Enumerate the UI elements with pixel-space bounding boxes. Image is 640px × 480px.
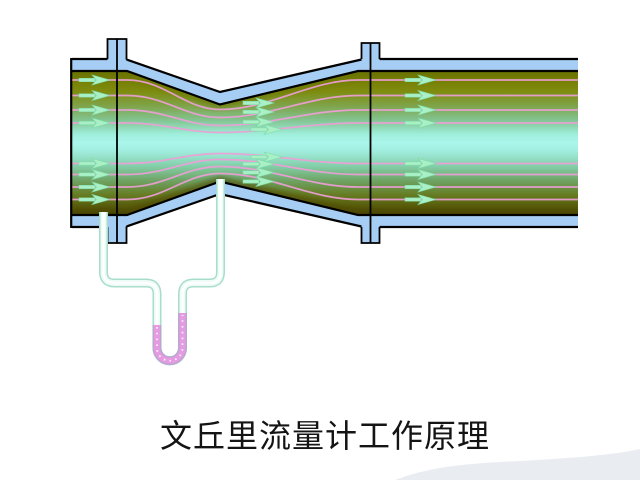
streamline <box>72 165 578 188</box>
caption: 文丘里流量计工作原理 <box>159 418 490 454</box>
streamline <box>72 122 578 134</box>
wall-outline <box>72 69 578 106</box>
streamline <box>72 94 578 119</box>
wall-outline <box>126 58 362 94</box>
streamline <box>72 152 578 165</box>
streamline <box>72 109 578 127</box>
manometer <box>99 179 225 366</box>
corner-decoration <box>395 449 640 480</box>
pipe-wall <box>70 39 578 243</box>
manometer-fluid-dots <box>156 315 184 362</box>
streamline <box>72 158 578 176</box>
streamlines <box>72 79 578 201</box>
pipe-interior <box>72 71 578 215</box>
streamline <box>72 172 578 201</box>
streamline <box>72 79 578 111</box>
